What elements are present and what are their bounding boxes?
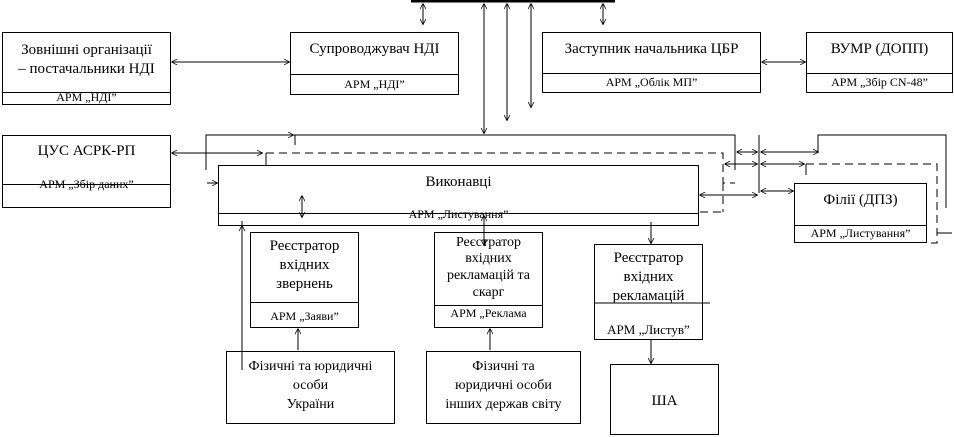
connector-dashed-right bbox=[806, 163, 938, 244]
node-title-line: України bbox=[286, 397, 335, 412]
node-divider bbox=[543, 73, 760, 74]
node-usa: ША bbox=[610, 364, 719, 435]
node-title-line: Фізичні та bbox=[472, 359, 535, 374]
node-divider bbox=[435, 305, 542, 306]
node-subtitle: АРМ „Листування” bbox=[810, 226, 911, 240]
node-deputy-head: Заступник начальника ЦБР АРМ „Облік МП” bbox=[542, 32, 761, 93]
node-title-line: Реєстратор bbox=[455, 235, 522, 250]
node-title-line: інших держав світу bbox=[445, 397, 562, 412]
node-title: ВУМР (ДОПП) bbox=[830, 41, 929, 57]
node-tsus: ЦУС АСРК-РП АРМ „Збір даних” bbox=[2, 135, 171, 208]
node-title-line: скарг bbox=[472, 285, 505, 300]
node-subtitle: АРМ „Листув” bbox=[607, 322, 690, 337]
node-title-line: Реєстратор bbox=[613, 250, 684, 266]
node-external-orgs: Зовнішні організації – постачальники НДІ… bbox=[2, 32, 171, 105]
node-registrar-requests: Реєстратор вхідних звернень АРМ „Заяви” bbox=[250, 232, 359, 328]
node-title-line: юридичні особи bbox=[455, 378, 552, 393]
node-divider bbox=[807, 73, 952, 74]
node-executors: Виконавці АРМ „Листування” bbox=[218, 165, 699, 226]
node-title: Супроводжувач НДІ bbox=[309, 41, 440, 57]
node-subtitle: АРМ „НДІ” bbox=[344, 77, 405, 91]
node-divider bbox=[251, 302, 358, 303]
node-registrar-claims: Реєстратор вхідних рекламацій АРМ „Листу… bbox=[594, 244, 703, 340]
node-title-line: вхідних bbox=[623, 269, 674, 285]
node-subtitle: АРМ „Реклама bbox=[450, 306, 527, 320]
node-divider bbox=[3, 92, 170, 93]
node-title-line: вхідних bbox=[465, 251, 512, 266]
node-divider bbox=[3, 184, 170, 185]
node-title-line: особи bbox=[292, 378, 329, 393]
node-title-line: звернень bbox=[276, 276, 333, 292]
node-title-line: вхідних bbox=[279, 257, 330, 273]
node-subtitle: АРМ „Збір CN-48” bbox=[831, 75, 928, 89]
node-vumr: ВУМР (ДОПП) АРМ „Збір CN-48” bbox=[806, 32, 953, 93]
node-title-line: Фізичні та юридичні bbox=[248, 359, 373, 374]
node-subtitle: АРМ „Заяви” bbox=[270, 309, 339, 323]
node-branches: Філії (ДПЗ) АРМ „Листування” bbox=[794, 183, 927, 243]
node-title-line: Зовнішні організації bbox=[21, 42, 152, 58]
node-subtitle: АРМ „Облік МП” bbox=[605, 75, 698, 89]
node-title-line: рекламацій bbox=[612, 288, 685, 304]
node-title: Заступник начальника ЦБР bbox=[564, 41, 739, 57]
node-subtitle: АРМ „Збір даних” bbox=[39, 177, 134, 191]
node-registrar-complaints: Реєстратор вхідних рекламацій та скарг А… bbox=[434, 232, 543, 328]
node-divider bbox=[795, 225, 926, 226]
node-title: Виконавці bbox=[425, 174, 492, 190]
node-divider bbox=[291, 74, 458, 75]
node-title-line: рекламацій та bbox=[446, 268, 531, 283]
node-title: ЦУС АСРК-РП bbox=[37, 143, 136, 159]
node-title-line: – постачальники НДІ bbox=[18, 61, 155, 77]
connector-frame-right bbox=[817, 134, 947, 208]
node-persons-ukraine: Фізичні та юридичні особи України bbox=[226, 351, 395, 424]
node-ndi-support: Супроводжувач НДІ АРМ „НДІ” bbox=[290, 32, 459, 95]
node-title-line: Реєстратор bbox=[269, 238, 340, 254]
node-title: Філії (ДПЗ) bbox=[823, 192, 898, 208]
node-title: ША bbox=[651, 393, 678, 409]
node-divider bbox=[219, 213, 698, 214]
node-persons-foreign: Фізичні та юридичні особи інших держав с… bbox=[426, 351, 581, 424]
connector-dashed-top bbox=[266, 152, 735, 184]
node-subtitle: АРМ „НДІ” bbox=[56, 90, 117, 104]
